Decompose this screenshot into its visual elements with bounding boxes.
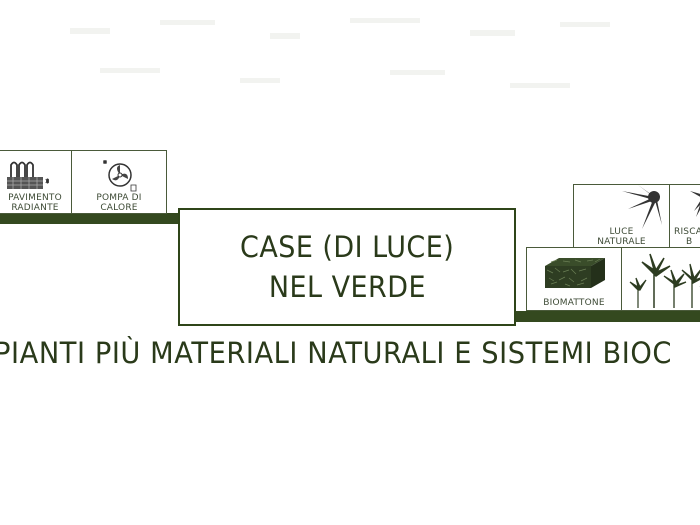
hemp-plants-icon [629,253,700,308]
tile-label-line2: RADIANTE [11,203,59,213]
tile-pompa-di-calore: POMPA DI CALORE [71,150,167,214]
sun-heating-icon [690,191,700,217]
tile-label-line1: BIOMATTONE [543,298,605,308]
left-divider-bar [0,213,180,224]
tile-biomattone: BIOMATTONE [526,247,622,311]
heat-pump-icon [103,160,137,192]
title-box: CASE (DI LUCE) NEL VERDE [178,208,516,326]
tile-pavimento-radiante: PAVIMENTO RADIANTE [0,150,72,214]
tile-luce-naturale: LUCE NATURALE [573,184,670,248]
tile-riscaldamento: RISCA B [669,184,700,248]
tile-label-line2: NATURALE [597,237,646,247]
page-title-line2: NEL VERDE [268,270,426,304]
tile-label-line1: LUCE [609,227,634,237]
page-title-line1: CASE (DI LUCE) [239,230,455,264]
radiant-floor-icon [7,161,49,189]
tile-label-line1: POMPA DI [96,193,142,203]
tile-label-line1: PAVIMENTO [8,193,62,203]
right-divider-bar [514,311,700,322]
tagline-text: PIANTI PIÙ MATERIALI NATURALI E SISTEMI … [0,336,673,370]
tile-label-line2: B [686,237,693,247]
tile-label-line1: RISCA [674,227,700,237]
faint-background-sketch [70,18,610,88]
sun-icon [622,185,662,229]
tile-hemp-plants [621,247,700,311]
hemp-brick-icon [545,258,605,288]
tile-label-line2: CALORE [100,203,138,213]
